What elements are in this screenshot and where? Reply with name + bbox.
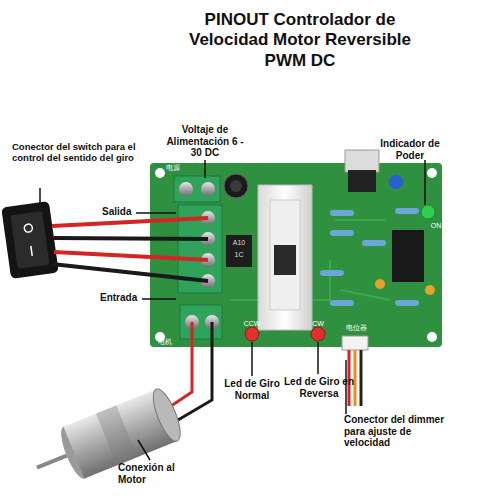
switch-wires xyxy=(52,218,208,281)
callout-label: Conector del switch para el control del … xyxy=(12,142,144,164)
callout-label: Voltaje de Alimentación 6 - 30 DC xyxy=(163,124,247,159)
mosfet xyxy=(274,245,296,275)
part-marking: A10 xyxy=(226,239,252,247)
silkscreen-label: CCW xyxy=(238,320,266,328)
rocker-switch xyxy=(1,201,59,279)
callout-label: Conector del dimmer para ajuste de veloc… xyxy=(344,414,450,449)
silkscreen-label: 电源 xyxy=(166,164,196,172)
ccw-led xyxy=(245,327,259,341)
part-marking: 1C xyxy=(226,251,252,259)
capacitor-top xyxy=(230,180,242,192)
mount-hole xyxy=(427,332,437,342)
callout-label: Conexión al Motor xyxy=(118,462,188,485)
callout-label: Indicador de Poder xyxy=(374,138,446,161)
silkscreen-label: ON xyxy=(424,222,448,230)
ic-chip xyxy=(392,230,424,282)
callout-label: Led de Giro en Reversa xyxy=(284,376,354,399)
diode xyxy=(226,235,252,267)
pot-connector xyxy=(342,336,368,350)
capacitor xyxy=(425,285,435,295)
motor-terminal xyxy=(180,305,222,339)
screw xyxy=(201,182,215,196)
silkscreen-label: 电机 xyxy=(158,338,188,346)
capacitor xyxy=(389,175,403,189)
callout-label: Led de Giro Normal xyxy=(220,378,284,401)
pin-label: Salida xyxy=(102,206,152,218)
screw xyxy=(179,182,193,196)
pcb-board xyxy=(150,163,442,347)
mount-hole xyxy=(427,168,437,178)
regulator-tab xyxy=(345,150,379,172)
regulator xyxy=(348,170,376,192)
mount-hole xyxy=(155,168,165,178)
title: PINOUT Controlador de Velocidad Motor Re… xyxy=(175,10,425,71)
heatsink xyxy=(258,185,312,330)
cw-led xyxy=(311,327,325,341)
pin-label: Entrada xyxy=(100,292,150,304)
power-terminal xyxy=(174,176,220,202)
power-led xyxy=(421,205,435,219)
dc-motor xyxy=(26,386,185,494)
motor-wires xyxy=(168,322,212,420)
capacitor xyxy=(224,174,248,198)
silkscreen-label: 电位器 xyxy=(338,324,374,332)
silkscreen-label: CW xyxy=(304,320,332,328)
capacitor xyxy=(375,279,385,289)
heatsink-fin xyxy=(270,200,300,310)
